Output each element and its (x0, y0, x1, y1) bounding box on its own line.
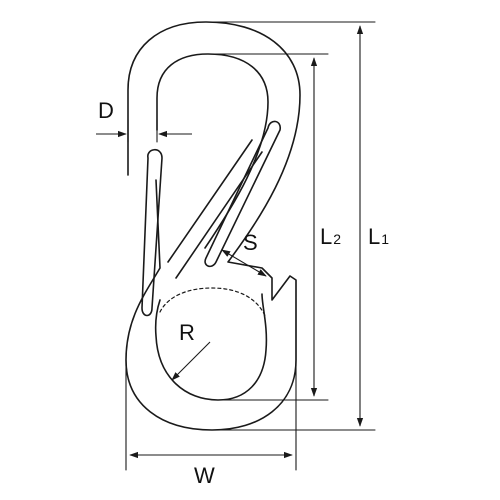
label-l1: L1 (368, 224, 389, 249)
label-d: D (98, 98, 114, 123)
label-r: R (179, 320, 195, 345)
hook-bottom-loop-inner (154, 293, 268, 401)
label-l2-main: L (320, 224, 332, 249)
label-w: W (194, 463, 215, 488)
upper-gate-finger (204, 120, 281, 268)
lower-gate-finger (141, 148, 163, 317)
label-l1-sub: 1 (381, 231, 389, 247)
hook-diagonal-spine (167, 139, 263, 279)
r-leader-line (171, 341, 211, 381)
hook-top-loop-inner (156, 53, 269, 249)
label-l2: L2 (320, 224, 341, 249)
s-dimension-line (221, 249, 267, 277)
label-s: S (243, 230, 258, 255)
hidden-circle (159, 287, 267, 319)
label-l2-sub: 2 (333, 231, 341, 247)
label-l1-main: L (368, 224, 380, 249)
hook-outer-contour (125, 21, 301, 431)
